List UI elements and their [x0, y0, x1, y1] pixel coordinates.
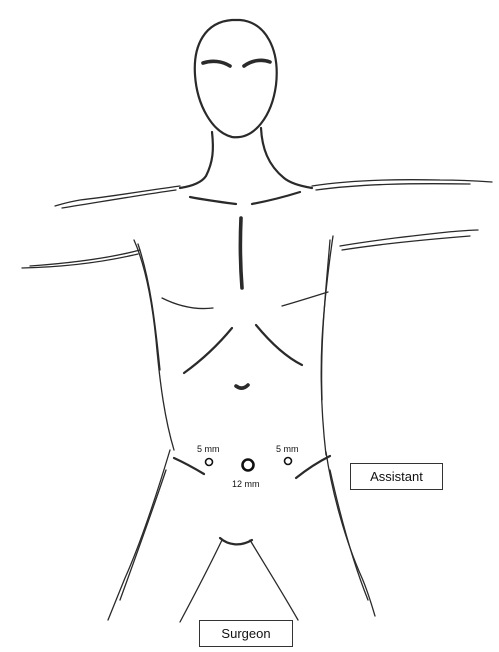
sternum-line	[240, 218, 242, 288]
surgeon-label: Surgeon	[221, 626, 270, 641]
neck-right	[261, 128, 312, 188]
surgeon-label-box: Surgeon	[199, 620, 293, 647]
inner-leg-right	[250, 540, 298, 620]
right-arm-lower	[340, 230, 478, 246]
rib-margin-right	[256, 325, 302, 365]
inguinal-right	[296, 456, 330, 478]
port-5mm-left	[206, 459, 213, 466]
left-hip-outer-stroke2	[120, 470, 166, 600]
inner-leg-left	[180, 540, 222, 622]
right-arm-upper-stroke2	[316, 184, 470, 190]
inguinal-left	[174, 458, 204, 474]
neck-left	[180, 132, 213, 188]
left-hip-outer	[108, 450, 170, 620]
right-arm-upper	[312, 180, 492, 186]
left-eyebrow	[203, 61, 230, 66]
head-outline	[195, 20, 277, 137]
port-center-label: 12 mm	[232, 479, 260, 489]
pectoral-right	[282, 292, 328, 306]
right-eyebrow	[244, 60, 270, 66]
rib-margin-left	[184, 328, 232, 373]
port-right-label: 5 mm	[276, 444, 299, 454]
umbilicus	[236, 385, 248, 388]
assistant-label: Assistant	[370, 469, 423, 484]
clavicle-left	[190, 197, 236, 204]
clavicle-right	[252, 192, 300, 204]
torso-left-side	[134, 240, 174, 450]
crotch-curve	[220, 538, 252, 544]
pectoral-left	[162, 298, 213, 309]
port-left-label: 5 mm	[197, 444, 220, 454]
port-12mm-center	[243, 460, 254, 471]
port-5mm-right	[285, 458, 292, 465]
left-arm-upper-stroke2	[62, 190, 176, 208]
assistant-label-box: Assistant	[350, 463, 443, 490]
left-arm-upper	[55, 186, 180, 206]
